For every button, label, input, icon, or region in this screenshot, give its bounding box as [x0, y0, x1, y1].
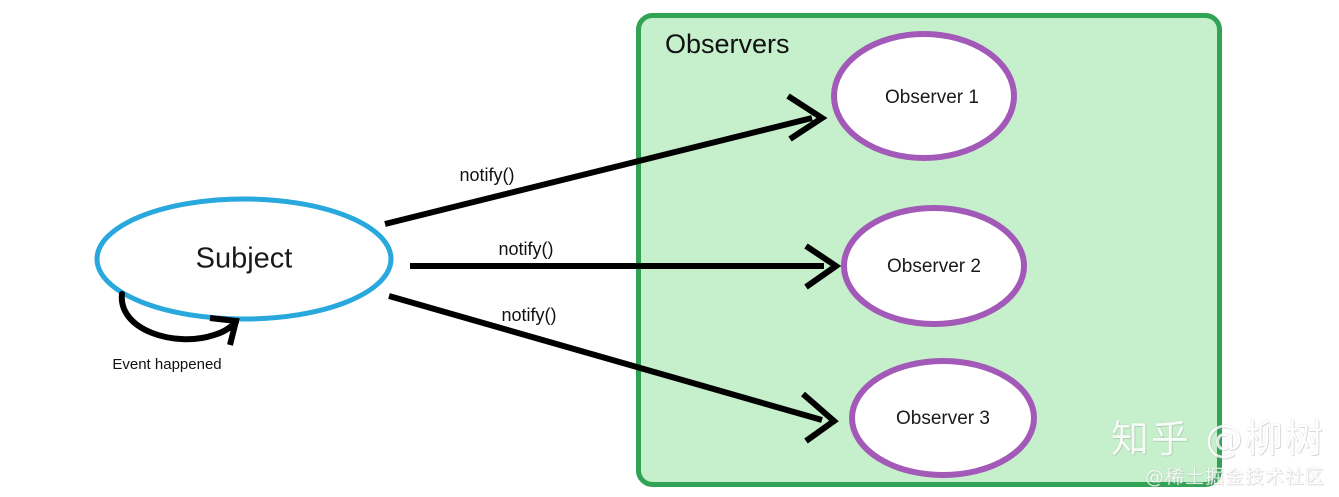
observer-2-node[interactable]	[841, 205, 1027, 327]
subject-node-label: Subject	[196, 243, 293, 275]
arrowhead-observer-2	[804, 243, 842, 290]
observer-1-label: Observer 1	[885, 87, 979, 108]
edge-label-notify-3: notify()	[501, 305, 556, 325]
event-happened-arrow	[118, 291, 239, 343]
edge-label-notify-1: notify()	[459, 165, 514, 185]
arrowhead-observer-3	[801, 391, 839, 444]
arrowhead-event-happened	[209, 315, 240, 346]
observer-3-node[interactable]	[849, 358, 1037, 478]
observer-2-label: Observer 2	[887, 256, 981, 277]
event-happened-label: Event happened	[112, 356, 221, 373]
subject-node[interactable]	[94, 196, 394, 322]
arrowhead-observer-1	[786, 93, 828, 142]
edge-label-notify-2: notify()	[498, 239, 553, 259]
edge-notify-observer-3	[388, 293, 823, 423]
observer-1-node[interactable]	[831, 31, 1017, 161]
observers-group-title: Observers	[665, 29, 790, 59]
observer-3-label: Observer 3	[896, 408, 990, 429]
edge-notify-observer-1	[384, 115, 813, 227]
